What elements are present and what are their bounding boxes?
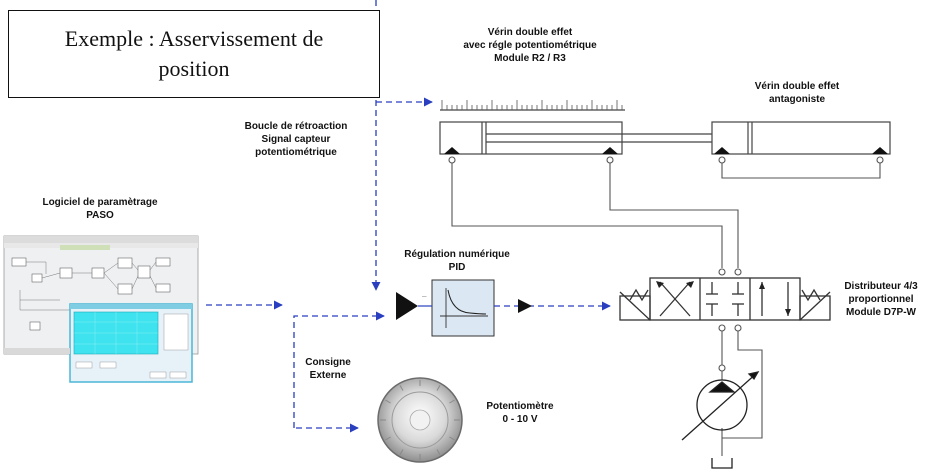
label-verin-antagoniste-line1: Vérin double effet: [754, 81, 840, 92]
potentiometric-ruler: [440, 100, 625, 111]
tank-icon: [711, 458, 733, 469]
hydraulic-lines: [448, 156, 884, 456]
label-boucle-retroaction: Boucle de rétroaction Signal capteur pot…: [222, 120, 370, 159]
label-verin-main: Vérin double effet avec régle potentiomé…: [440, 26, 620, 65]
label-consigne: Consigne Externe: [296, 356, 360, 382]
knob-grip-mark: [436, 449, 441, 455]
label-regulation: Régulation numérique PID: [392, 248, 522, 274]
label-distributeur-line1: Distributeur 4/3: [844, 281, 918, 292]
label-logiciel-line1: Logiciel de paramètrage: [42, 197, 158, 208]
pid-block-icon: —: [422, 279, 495, 337]
label-boucle-line3: potentiométrique: [255, 147, 337, 158]
knob-grip-mark: [385, 436, 391, 441]
label-logiciel-line2: PASO: [86, 210, 114, 221]
label-regulation-line2: PID: [448, 262, 466, 273]
label-verin-main-line3: Module R2 / R3: [494, 53, 566, 64]
output-arrow-icon: [518, 299, 532, 313]
amplifier-triangle-icon: [396, 292, 418, 320]
knob-grip-mark: [399, 385, 404, 391]
knob-grip-mark: [385, 399, 391, 404]
label-regulation-line1: Régulation numérique: [404, 249, 510, 260]
signal-lines: [206, 0, 611, 433]
title-line-2: position: [158, 56, 230, 81]
knob-grip-mark: [449, 399, 455, 404]
label-logiciel: Logiciel de paramètrage PASO: [16, 196, 184, 222]
label-distributeur-line3: Module D7P-W: [846, 307, 916, 318]
pump-icon: [681, 371, 760, 441]
label-boucle-line1: Boucle de rétroaction: [244, 121, 348, 132]
potentiometer-knob-icon: [377, 377, 463, 463]
label-verin-main-line1: Vérin double effet: [487, 27, 573, 38]
software-screenshot: [3, 235, 199, 383]
distributor-valve: [619, 277, 831, 321]
title-line-1: Exemple : Asservissement de: [64, 26, 324, 51]
label-consigne-line2: Externe: [309, 370, 347, 381]
label-verin-antagoniste-line2: antagoniste: [768, 94, 826, 105]
antagonist-cylinder: [711, 121, 891, 155]
valve-arrowheads: [656, 281, 791, 316]
label-potentiometre-line2: 0 - 10 V: [502, 414, 538, 425]
knob-grip-mark: [399, 449, 404, 455]
svg-text:—: —: [422, 294, 427, 299]
label-consigne-line1: Consigne: [305, 357, 351, 368]
label-verin-main-line2: avec régle potentiométrique: [463, 40, 597, 51]
label-distributeur: Distributeur 4/3 proportionnel Module D7…: [832, 280, 930, 319]
knob-grip-mark: [436, 385, 441, 391]
label-potentiometre: Potentiomètre 0 - 10 V: [470, 400, 570, 426]
knob-grip-mark: [449, 436, 455, 441]
cylinder-ports: [444, 147, 888, 154]
label-distributeur-line2: proportionnel: [848, 294, 914, 305]
main-cylinder: [439, 121, 712, 155]
title-box: Exemple : Asservissement de position: [8, 10, 380, 98]
label-boucle-line2: Signal capteur: [261, 134, 331, 145]
label-verin-antagoniste: Vérin double effet antagoniste: [732, 80, 862, 106]
label-potentiometre-line1: Potentiomètre: [486, 401, 554, 412]
